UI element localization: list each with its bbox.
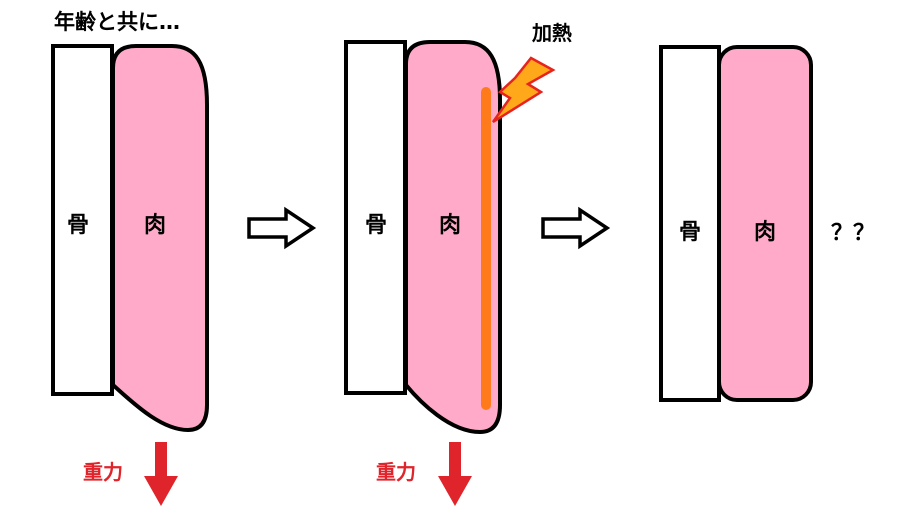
right-arrow-icon [541, 206, 611, 250]
meat-label: 肉 [144, 213, 166, 238]
meat-label: 肉 [754, 220, 776, 245]
sagging-meat-block [111, 44, 209, 433]
question-marks: ？？ [831, 221, 875, 246]
bone-label: 骨 [365, 213, 387, 238]
lightning-bolt-icon [491, 56, 556, 124]
right-arrow-icon [247, 206, 317, 250]
gravity-arrow-icon [438, 442, 472, 506]
bone-block [659, 45, 721, 402]
heat-label: 加熱 [531, 21, 572, 45]
gravity-label: 重力 [83, 460, 123, 484]
panel-1: 年齢と共に… 骨 肉 重力 [51, 10, 209, 506]
straight-meat-block [717, 45, 813, 402]
panel-2: 加熱 骨 肉 重力 [344, 21, 572, 506]
panel-3: 骨 肉 ？？ [659, 45, 875, 402]
caption-aging: 年齢と共に… [54, 10, 180, 34]
meat-label: 肉 [439, 213, 461, 238]
bone-label: 骨 [679, 220, 701, 245]
sagging-meat-block [404, 40, 502, 435]
gravity-arrow-icon [144, 442, 178, 506]
gravity-label: 重力 [376, 460, 416, 484]
bone-block [51, 44, 114, 396]
bone-block [344, 40, 407, 395]
bone-label: 骨 [67, 213, 89, 238]
